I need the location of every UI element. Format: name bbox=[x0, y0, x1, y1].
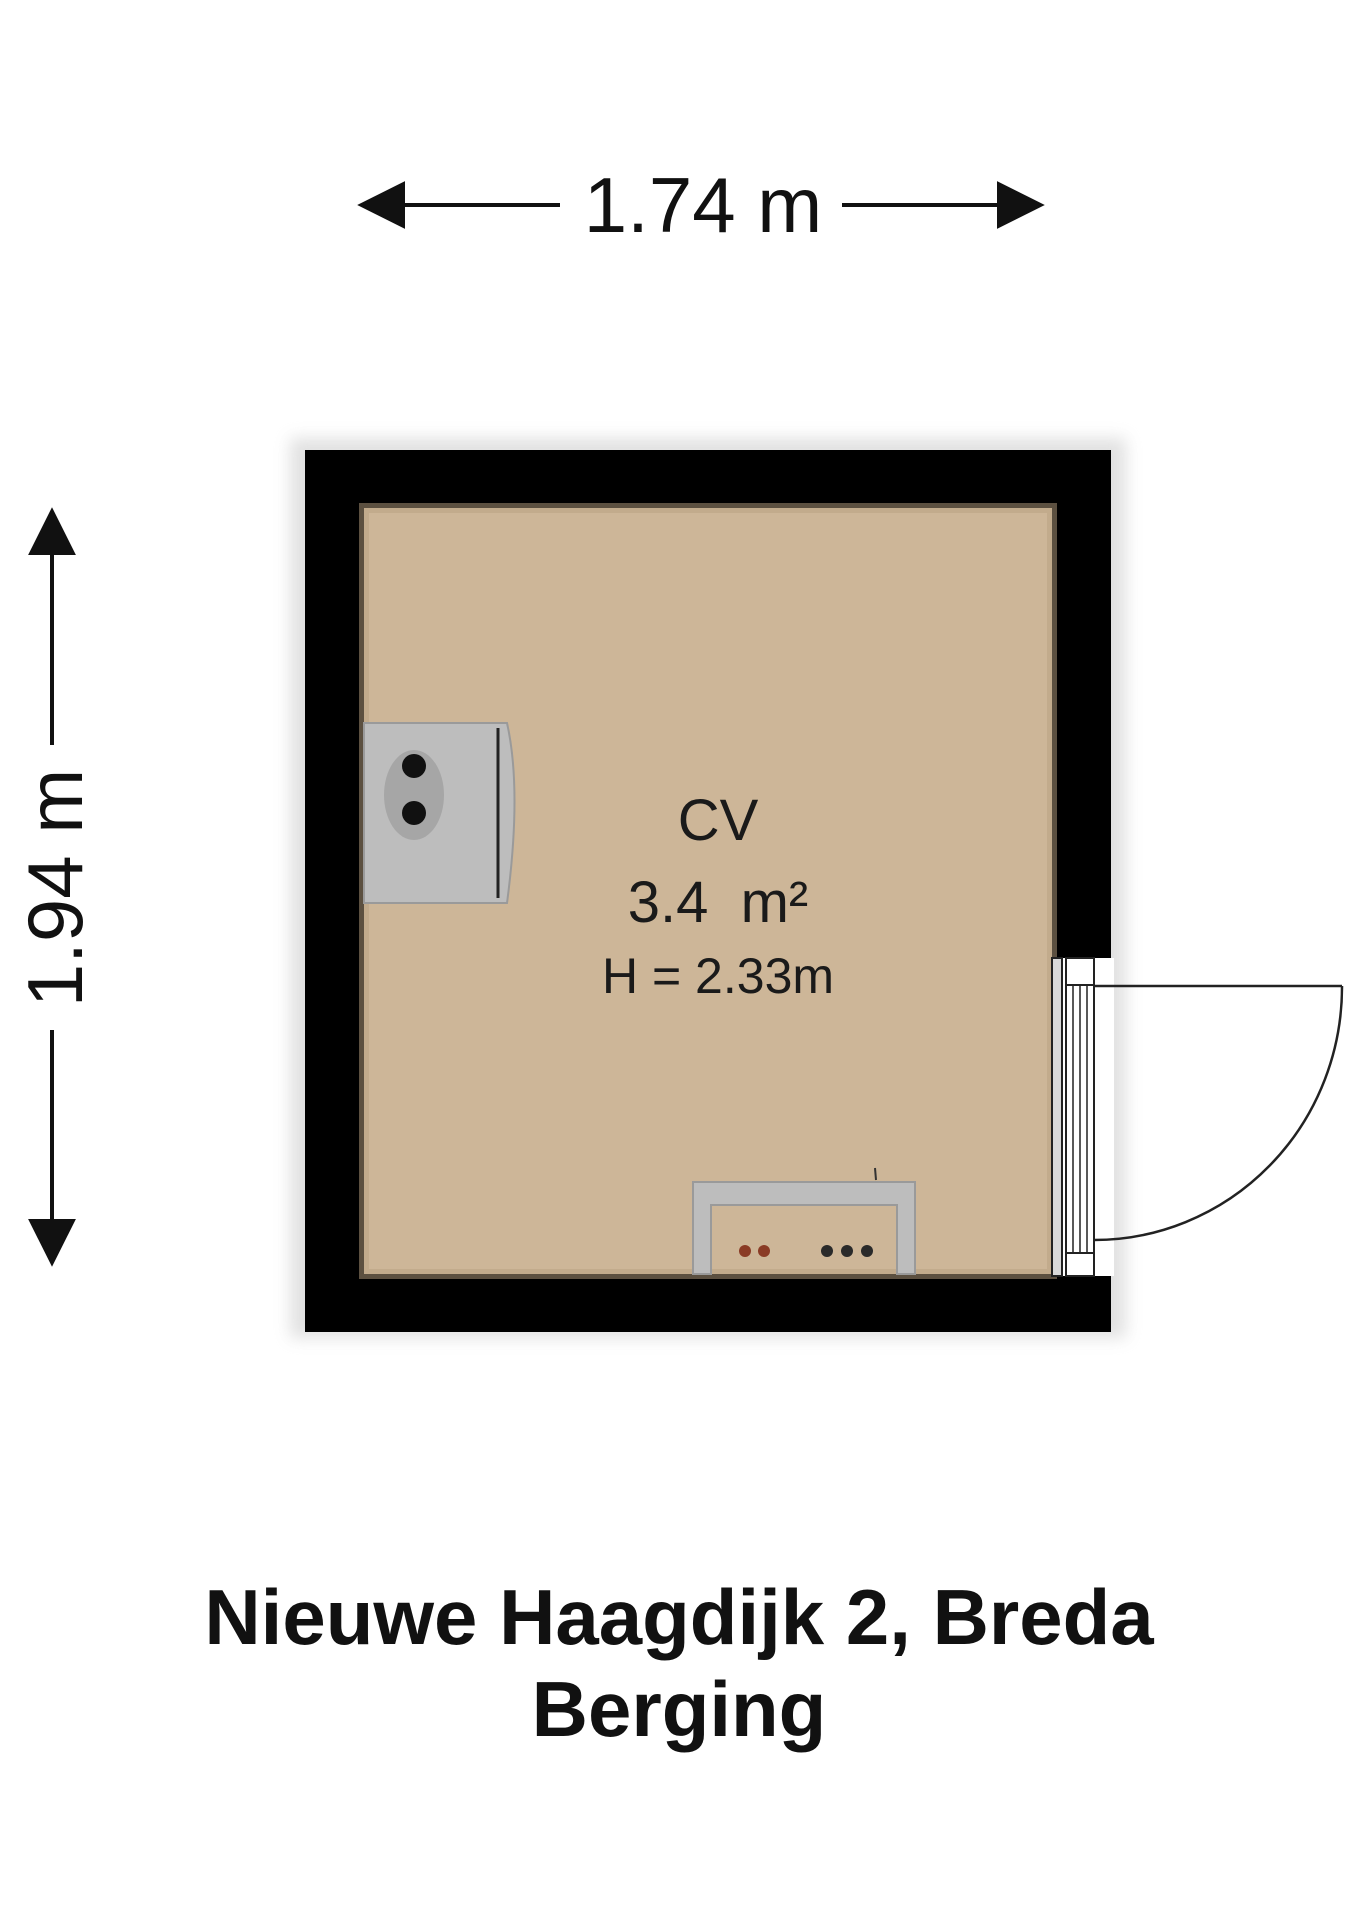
room-area: 3.4 m² bbox=[628, 870, 809, 935]
boiler-pipe-bottom bbox=[402, 801, 426, 825]
address-title: Nieuwe Haagdijk 2, Breda bbox=[204, 1573, 1154, 1661]
height-label: 1.94 m bbox=[11, 769, 99, 1007]
width-label: 1.74 m bbox=[584, 161, 822, 249]
boiler-pipe-top bbox=[402, 754, 426, 778]
room-ceiling-height: H = 2.33m bbox=[602, 948, 834, 1004]
meter-dot-dark-1 bbox=[821, 1245, 833, 1257]
height-dimension: 1.94 m bbox=[11, 507, 99, 1267]
width-dimension: 1.74 m bbox=[357, 161, 1045, 249]
meter-dot-red-2 bbox=[758, 1245, 770, 1257]
meter-dot-dark-3 bbox=[861, 1245, 873, 1257]
door-frame bbox=[1051, 957, 1095, 1277]
room-name: CV bbox=[678, 788, 759, 853]
floor-label: Berging bbox=[531, 1665, 827, 1753]
meter-dot-dark-2 bbox=[841, 1245, 853, 1257]
meter-dot-red-1 bbox=[739, 1245, 751, 1257]
boiler-unit bbox=[384, 750, 444, 840]
meter-cupboard bbox=[692, 1167, 916, 1275]
door-swing bbox=[1093, 984, 1344, 1242]
boiler-fixture bbox=[363, 722, 516, 904]
